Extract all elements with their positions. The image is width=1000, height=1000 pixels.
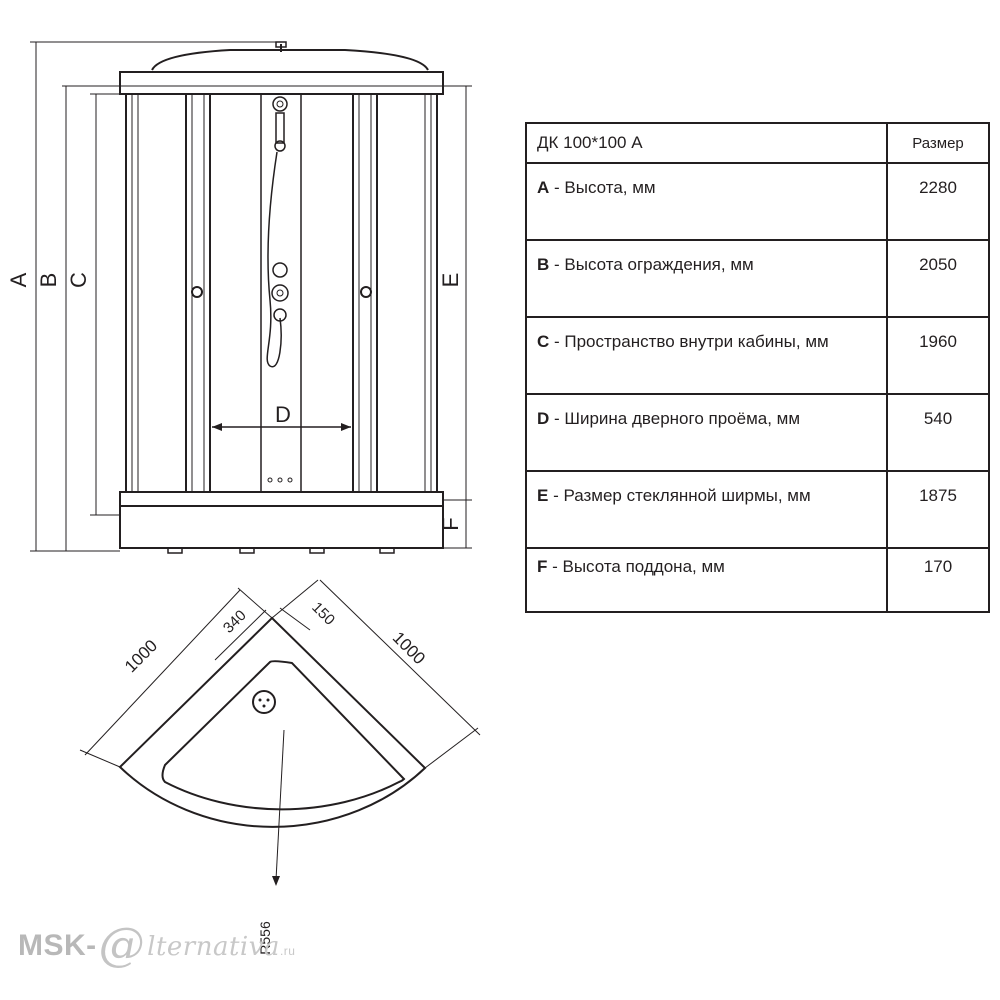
row-label: C - Пространство внутри кабины, мм [525, 316, 888, 395]
offset-150: 150 [308, 599, 338, 629]
row-value: 2050 [886, 239, 990, 318]
table-row: C - Пространство внутри кабины, мм 1960 [525, 316, 990, 395]
row-text: - Высота, мм [549, 178, 656, 197]
row-value: 1875 [886, 470, 990, 549]
model-name: ДК 100*100 А [525, 122, 888, 164]
size-header: Размер [886, 122, 990, 164]
row-text: - Высота ограждения, мм [549, 255, 754, 274]
drain-icon [252, 690, 276, 714]
door-handle-icon [191, 286, 203, 298]
left-door [185, 93, 211, 493]
table-row: E - Размер стеклянной ширмы, мм 1875 [525, 470, 990, 549]
row-code: B [537, 255, 550, 274]
watermark-at-icon: @ [98, 917, 146, 971]
left-glass-panel [125, 93, 187, 493]
shower-hose [266, 151, 282, 368]
control-knob-icon [272, 262, 288, 278]
table-row: D - Ширина дверного проёма, мм 540 [525, 393, 990, 472]
shower-tray [119, 505, 444, 549]
watermark-rest: lternativa [147, 932, 280, 962]
row-code: D [537, 409, 550, 428]
dim-label-b: B [36, 273, 61, 288]
watermark-tld: .ru [279, 944, 296, 958]
back-wall [209, 93, 354, 493]
shower-column [260, 93, 302, 493]
radius-label: R556 [257, 921, 273, 955]
row-code: E [537, 486, 549, 505]
front-view: A B C D E F [6, 41, 472, 554]
row-text: - Пространство внутри кабины, мм [549, 332, 829, 351]
row-code: A [537, 178, 550, 197]
row-label: B - Высота ограждения, мм [525, 239, 888, 318]
row-value: 170 [886, 547, 990, 613]
table-row: F - Высота поддона, мм 170 [525, 547, 990, 613]
dimension-lines [30, 41, 472, 552]
row-label: D - Ширина дверного проёма, мм [525, 393, 888, 472]
row-code: F [537, 557, 548, 576]
watermark-prefix: MSK- [18, 929, 97, 962]
row-value: 1960 [886, 316, 990, 395]
right-door [352, 93, 378, 493]
row-text: - Высота поддона, мм [547, 557, 725, 576]
row-text: - Ширина дверного проёма, мм [549, 409, 801, 428]
dim-label-e: E [438, 273, 463, 288]
right-glass-panel [376, 93, 438, 493]
cabin-roof [151, 49, 429, 71]
dim-label-a: A [6, 272, 31, 287]
row-label: F - Высота поддона, мм [525, 547, 888, 613]
row-text: - Размер стеклянной ширмы, мм [548, 486, 811, 505]
door-handle-icon [360, 286, 372, 298]
row-value: 2280 [886, 162, 990, 241]
row-value: 540 [886, 393, 990, 472]
table-row: B - Высота ограждения, мм 2050 [525, 239, 990, 318]
dim-label-c: C [66, 272, 91, 288]
table-row: A - Высота, мм 2280 [525, 162, 990, 241]
offset-340: 340 [220, 607, 250, 637]
row-code: C [537, 332, 550, 351]
row-label: A - Высота, мм [525, 162, 888, 241]
side-length-right: 1000 [389, 628, 429, 668]
watermark-logo: MSK-@lternativa.ru [18, 912, 296, 971]
dim-label-f: F [438, 517, 463, 530]
top-frame [119, 71, 444, 95]
spec-table: ДК 100*100 А Размер A - Высота, мм 2280 … [525, 122, 990, 613]
shower-head-icon [274, 140, 286, 152]
plan-dimension-lines [79, 579, 481, 886]
side-length-left: 1000 [121, 636, 161, 676]
table-header-row: ДК 100*100 А Размер [525, 122, 990, 164]
tray-outline [118, 616, 427, 828]
row-label: E - Размер стеклянной ширмы, мм [525, 470, 888, 549]
dim-label-d: D [275, 402, 291, 427]
tray-inner-basin [161, 660, 406, 811]
plan-view: 1000 1000 340 150 R556 [79, 579, 481, 955]
